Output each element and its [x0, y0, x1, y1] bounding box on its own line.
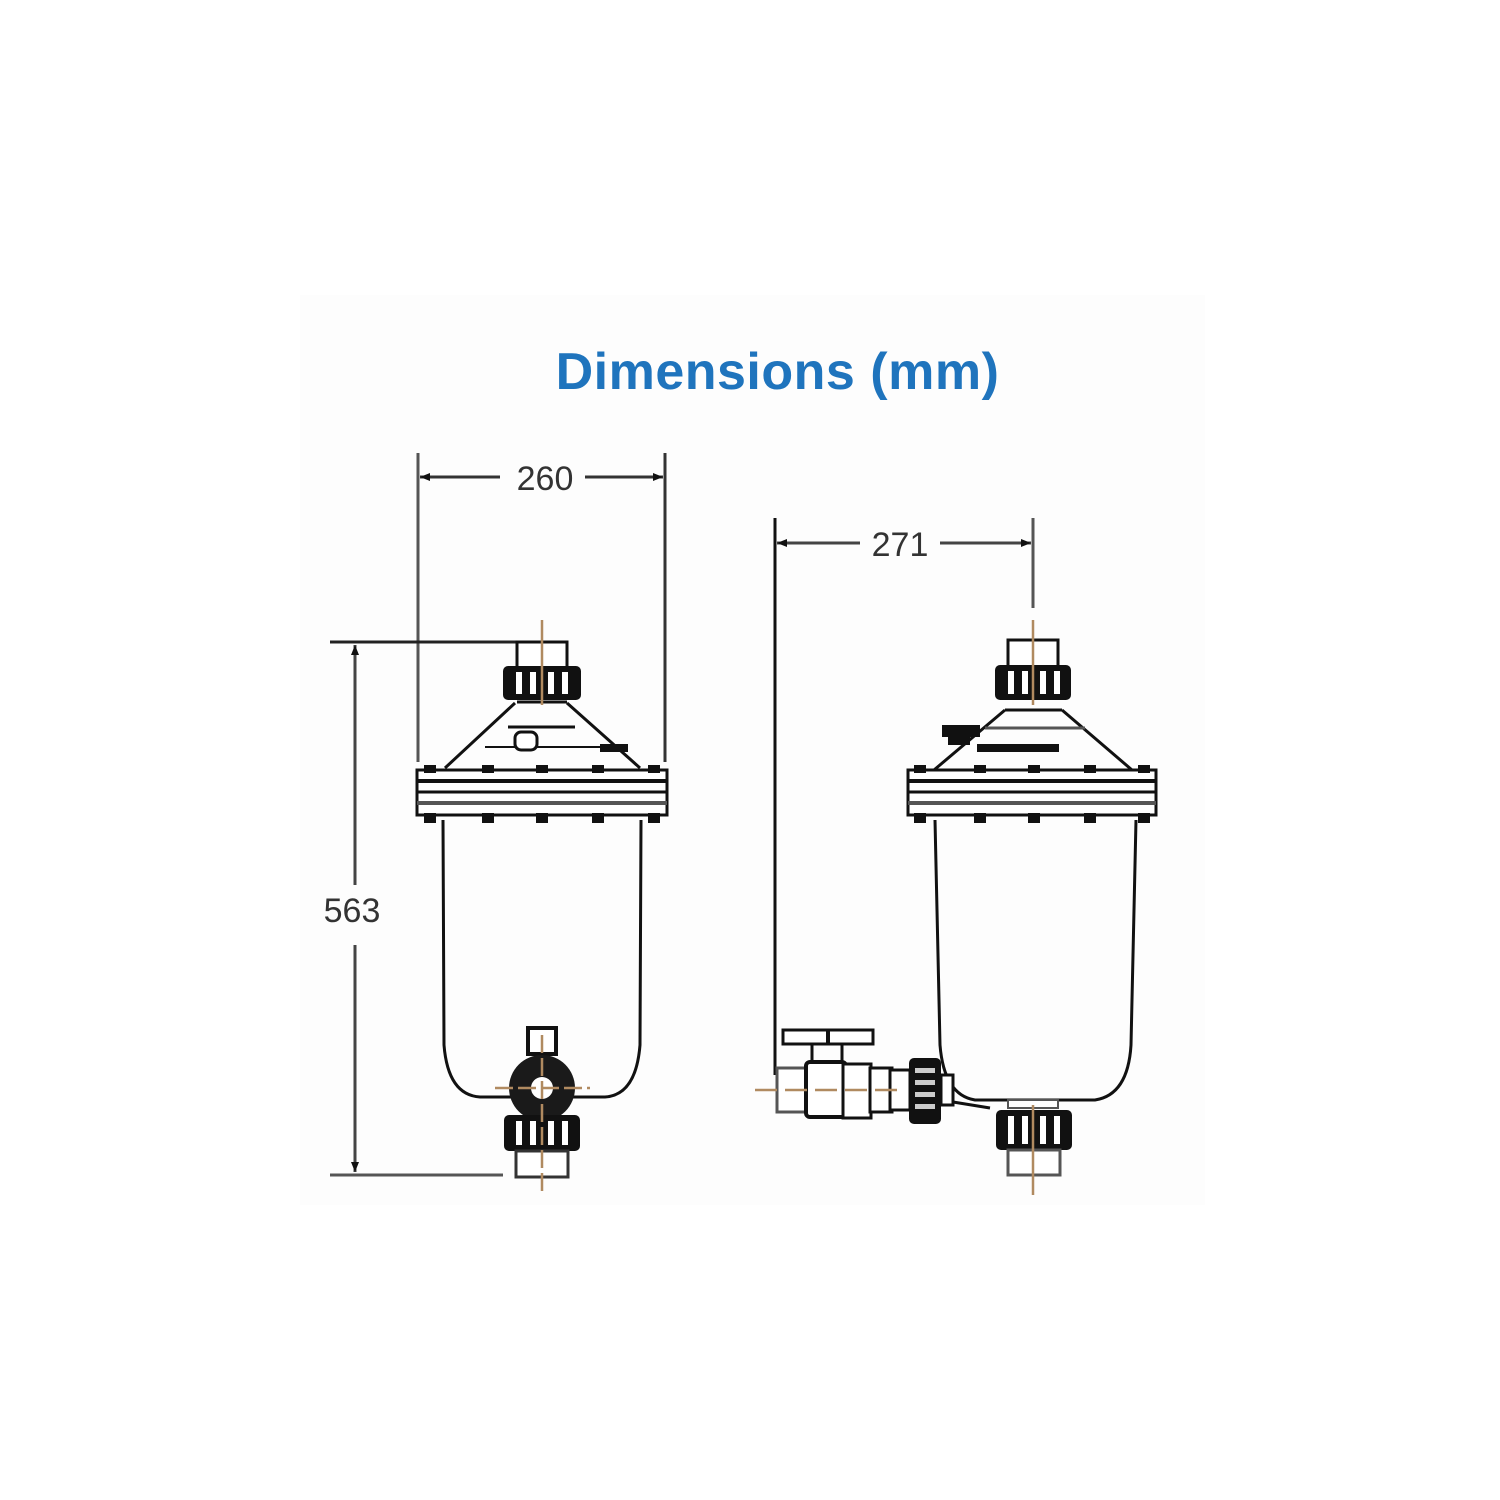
side-lid-dome — [933, 708, 1133, 772]
dimension-271: 271 — [773, 518, 1035, 1075]
dimension-label-260: 260 — [517, 460, 574, 498]
side-center-lines — [755, 620, 1035, 1195]
diagram-title: Dimensions (mm) — [555, 343, 1000, 401]
side-filter-bowl — [933, 819, 1138, 1102]
side-ball-valve — [775, 1028, 991, 1124]
housing-flange — [415, 765, 669, 823]
lid-dome — [443, 701, 641, 770]
dimension-563: 563 — [324, 640, 567, 1177]
side-housing-flange — [906, 765, 1158, 823]
dimension-label-563: 563 — [324, 892, 381, 930]
center-lines — [495, 620, 590, 1195]
side-view: 271 — [755, 518, 1158, 1195]
dimension-260: 260 — [416, 453, 667, 762]
front-view: 260 563 — [324, 453, 669, 1195]
dimension-label-271: 271 — [872, 526, 929, 564]
